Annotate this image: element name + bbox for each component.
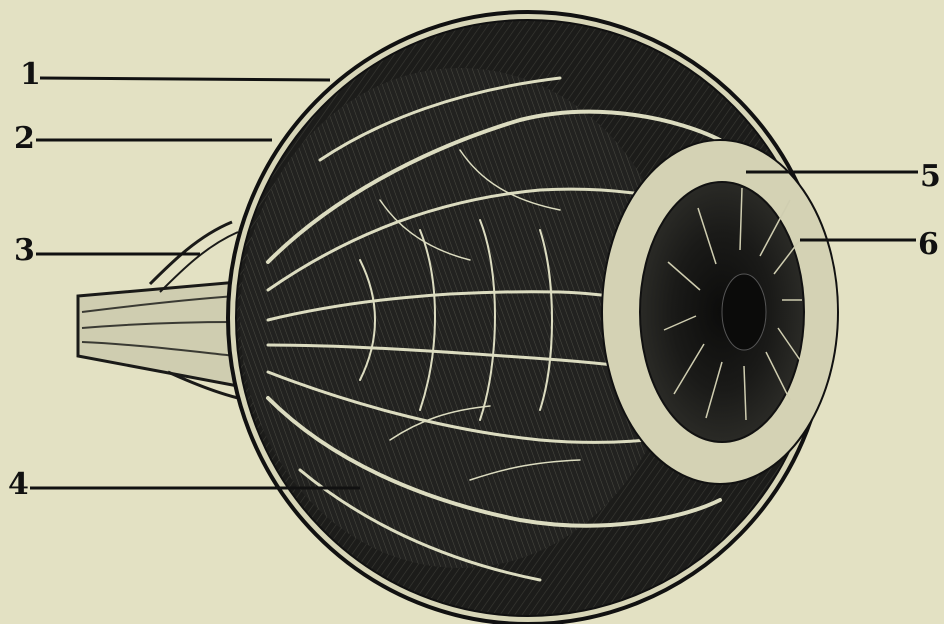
label-4: 4	[8, 470, 29, 500]
label-1: 1	[20, 60, 41, 90]
pupil	[722, 274, 766, 350]
label-2: 2	[14, 124, 35, 154]
label-6: 6	[918, 230, 939, 260]
label-5: 5	[920, 162, 941, 192]
leader-line-1	[40, 78, 330, 80]
label-3: 3	[14, 236, 35, 266]
